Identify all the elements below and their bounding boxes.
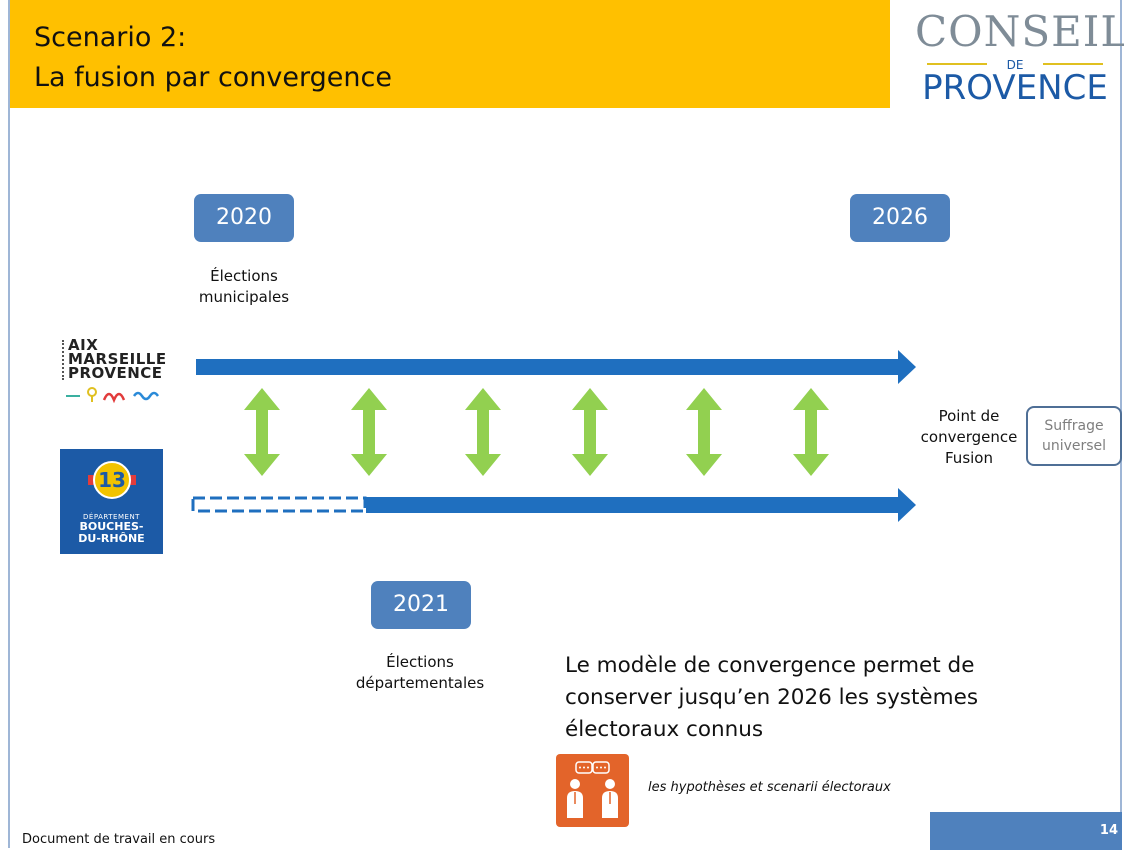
page-number: 14	[1099, 823, 1118, 838]
convergence-model-statement: Le modèle de convergence permet de conse…	[565, 650, 1035, 746]
statement-line1: Le modèle de convergence permet de	[565, 653, 975, 678]
municipal-elections-line1: Élections	[210, 267, 278, 285]
page-number-box: 14	[930, 812, 1122, 850]
suffrage-universel-box: Suffrage universel	[1026, 406, 1122, 466]
metropole-timeline-arrow	[196, 350, 916, 384]
logo-top-text: CONSEIL	[915, 7, 1124, 56]
aix-logo-line3: PROVENCE	[68, 364, 163, 382]
logo-middle: DE	[915, 54, 1115, 72]
convergence-line2: convergence	[920, 428, 1018, 446]
departmental-elections-line2: départementales	[355, 674, 485, 692]
logo-bottom-text: PROVENCE	[922, 68, 1108, 108]
bouches-du-rhone-logo: 13 DÉPARTEMENT BOUCHES- DU-RHÔNE	[60, 449, 163, 554]
discussion-icon-graphic	[567, 761, 618, 818]
departmental-elections-line1: Élections	[386, 653, 454, 671]
aix-logo-line1: AIX	[68, 336, 99, 354]
statement-line2: conserver jusqu’en 2026 les systèmes	[565, 685, 979, 710]
double-arrows	[244, 388, 829, 476]
convergence-line3: Fusion	[945, 449, 993, 467]
bdr-logo-line2: BOUCHES-	[79, 520, 144, 533]
double-arrow-icon	[351, 388, 387, 476]
suffrage-line1: Suffrage	[1044, 418, 1104, 434]
double-arrow-icon	[793, 388, 829, 476]
double-arrow-icon	[572, 388, 608, 476]
department-number: 13	[98, 468, 126, 492]
bdr-logo-line3: DU-RHÔNE	[78, 532, 145, 545]
double-arrow-icon	[686, 388, 722, 476]
hypotheses-note[interactable]: les hypothèses et scenarii électoraux	[648, 780, 891, 795]
logo-middle-text: DE	[1006, 58, 1024, 72]
aix-logo-waves-icon	[66, 387, 160, 404]
slide-title-line2: La fusion par convergence	[34, 62, 392, 93]
suffrage-line2: universel	[1041, 438, 1107, 454]
double-arrow-icon	[465, 388, 501, 476]
municipal-elections-line2: municipales	[198, 288, 290, 306]
department-13-emblem-icon: 13	[87, 461, 136, 499]
year-2020-box: 2020	[194, 194, 294, 242]
municipal-elections-label: Élections municipales	[184, 266, 304, 308]
footer-document-label: Document de travail en cours	[22, 832, 216, 847]
slide-title-line1: Scenario 2:	[34, 22, 187, 53]
title-bar: Scenario 2: La fusion par convergence	[10, 0, 890, 108]
double-arrow-icon	[244, 388, 280, 476]
convergence-point-label: Point de convergence Fusion	[914, 406, 1024, 469]
aix-logo-line2: MARSEILLE	[68, 350, 167, 368]
year-2021-box: 2021	[371, 581, 471, 629]
year-2026-box: 2026	[850, 194, 950, 242]
departement-timeline-arrow	[191, 488, 916, 522]
two-people-discussion-icon[interactable]	[556, 754, 629, 827]
convergence-line1: Point de	[938, 407, 1000, 425]
statement-line3: électoraux connus	[565, 717, 764, 742]
aix-marseille-provence-logo: AIX MARSEILLE PROVENCE	[62, 338, 182, 404]
bdr-logo-line1: DÉPARTEMENT	[83, 513, 140, 521]
departmental-elections-label: Élections départementales	[340, 652, 500, 694]
dashed-segment-2020-2021	[191, 496, 367, 513]
conseil-de-provence-logo: CONSEIL DE PROVENCE	[915, 7, 1124, 110]
